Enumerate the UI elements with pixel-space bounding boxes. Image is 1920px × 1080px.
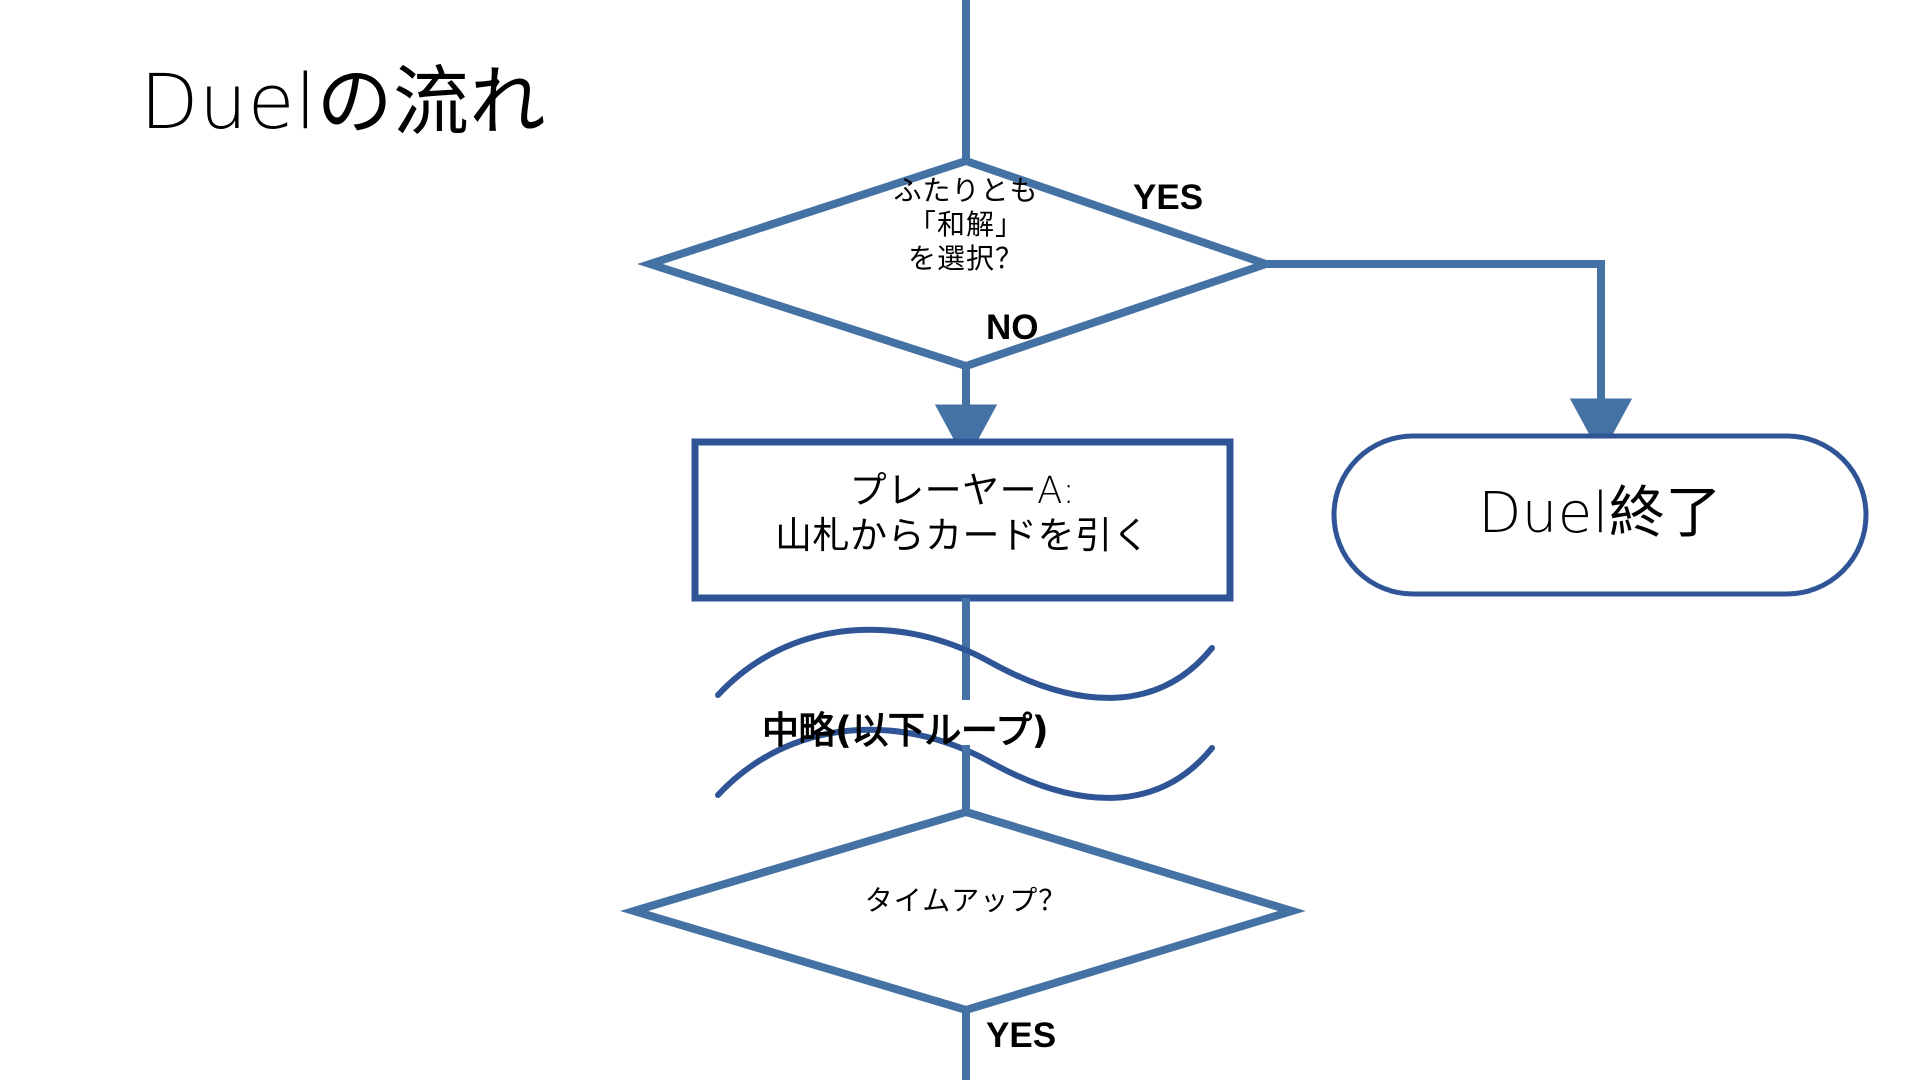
edge-label-reconcile-no: NO	[986, 308, 1039, 347]
decision-reconcile-label: ふたりとも 「和解」 を選択？	[893, 174, 1039, 276]
process-player-a-draw-shape[interactable]	[691, 438, 1234, 602]
decision-timeup-label: タイムアップ？	[864, 884, 1068, 917]
page-title: Duelの流れ	[140, 57, 547, 146]
connector-reconcile-yes	[1266, 260, 1633, 456]
process-player-a-draw-label: プレーヤーA: 山札からカードを引く	[775, 469, 1150, 558]
terminator-duel-end-shape[interactable]	[1331, 433, 1869, 597]
break-wave-top	[715, 626, 1215, 701]
edge-label-reconcile-yes: YES	[1133, 178, 1204, 217]
break-wave-bottom	[715, 726, 1215, 801]
edge-label-timeup-yes: YES	[986, 1016, 1057, 1055]
terminator-duel-end-label: Duel終了	[1478, 481, 1722, 546]
break-loop-label: 中略(以下ループ)	[762, 709, 1049, 752]
